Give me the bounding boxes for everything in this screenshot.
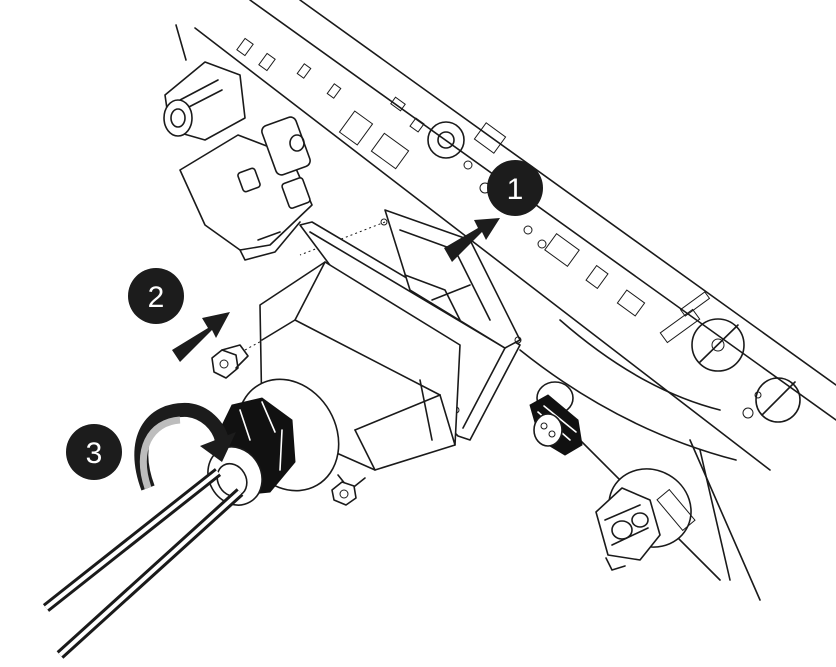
step-3-rotate-arrow — [134, 402, 236, 491]
step-3-badge: 3 — [66, 424, 122, 480]
step-2-badge: 2 — [128, 268, 184, 324]
cables — [42, 468, 244, 659]
step-1-number: 1 — [507, 173, 524, 206]
dc-switch-assembly — [163, 61, 313, 261]
cable-gland — [207, 378, 340, 506]
step-1-arrow — [444, 218, 500, 262]
step-3-number: 3 — [86, 437, 103, 470]
inverter-panel — [175, 0, 836, 601]
ac-plug-connector — [595, 468, 696, 571]
step-2-number: 2 — [148, 281, 165, 314]
step-2-arrow — [172, 312, 230, 362]
threaded-connector — [529, 381, 583, 456]
step-1-badge: 1 — [487, 160, 543, 216]
screw-nut — [211, 344, 249, 379]
screw-nut-lower — [331, 481, 357, 506]
